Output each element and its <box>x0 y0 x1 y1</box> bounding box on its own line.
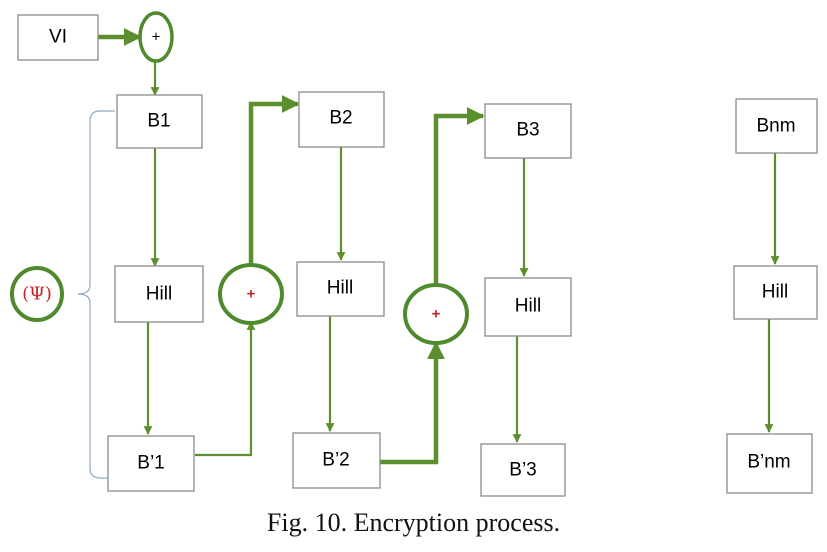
xor-2-label: + <box>432 306 441 323</box>
xor-top-label: + <box>152 29 161 46</box>
arrow-xor2-to-b3 <box>433 107 485 285</box>
bnm-label: Bnm <box>756 116 795 137</box>
encryption-diagram: (Ψ) + + + VI B1 Hill B’1 B2 Hill B’2 B3 … <box>10 11 818 497</box>
bp1-label: B’1 <box>137 453 164 474</box>
bp1-box <box>107 435 195 492</box>
bp3-label: B’3 <box>509 460 536 481</box>
connectors <box>98 28 780 465</box>
hill3-box <box>484 277 572 337</box>
hill4-label: Hill <box>762 282 788 303</box>
b3-label: B3 <box>516 120 539 141</box>
bnm-box <box>735 98 818 154</box>
bp3-box <box>480 443 566 497</box>
hill1-label: Hill <box>146 284 172 305</box>
b2-box <box>298 91 385 148</box>
b2-label: B2 <box>329 108 352 129</box>
hill1-box <box>114 265 204 323</box>
hill2-box <box>296 261 385 317</box>
hill4-box <box>733 265 818 320</box>
xor-top-node <box>138 11 174 63</box>
hill2-label: Hill <box>327 278 353 299</box>
vi-box <box>17 14 99 61</box>
arrow-xor1-to-b2 <box>248 95 300 265</box>
bpnm-label: B’nm <box>747 452 790 473</box>
bp2-label: B’2 <box>322 450 349 471</box>
vi-label: VI <box>49 27 67 48</box>
psi-node <box>10 266 64 322</box>
b1-box <box>116 94 203 149</box>
bp2-box <box>292 432 381 489</box>
psi-label: (Ψ) <box>22 284 52 305</box>
xor-2-node <box>403 283 469 345</box>
xor-1-label: + <box>247 286 256 303</box>
hill3-label: Hill <box>515 296 541 317</box>
b3-box <box>484 103 572 159</box>
bpnm-box <box>726 433 813 494</box>
xor-1-node <box>218 263 284 325</box>
arrow-bp2-to-xor2 <box>380 341 445 465</box>
arrow-bp1-to-xor1 <box>195 321 256 457</box>
b1-label: B1 <box>147 111 170 132</box>
figure-caption: Fig. 10. Encryption process. <box>266 508 561 537</box>
psi-brace <box>77 110 115 479</box>
